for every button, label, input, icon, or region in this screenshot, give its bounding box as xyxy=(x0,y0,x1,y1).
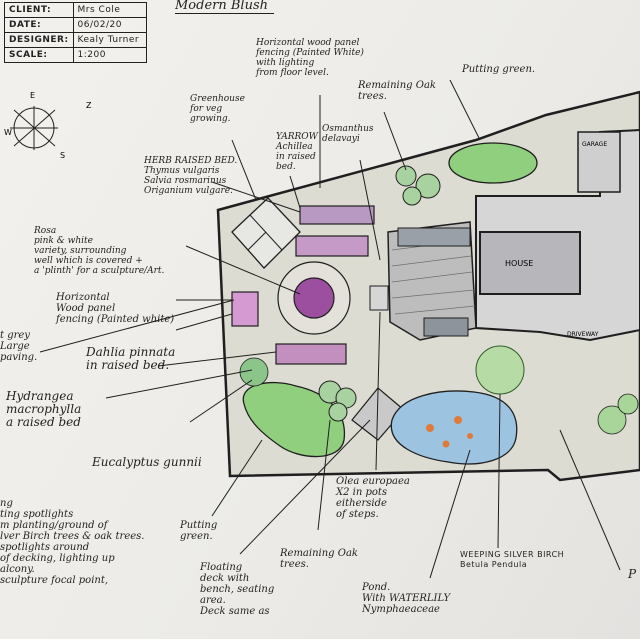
label-yarrow: YARROW Achillea in raised bed. xyxy=(276,132,318,172)
label-putting-green-top: Putting green. xyxy=(462,64,536,75)
putting-green-top xyxy=(448,142,538,184)
waterlily-icons xyxy=(426,416,473,448)
house-label: HOUSE xyxy=(505,259,533,268)
label-eucalyptus: Eucalyptus gunnii xyxy=(92,455,202,469)
oak-trees-bottom xyxy=(318,380,357,422)
rose-bed-left xyxy=(231,291,259,327)
compass-e: E xyxy=(30,91,35,100)
label-fencing-top: Horizontal wood panel fencing (Painted W… xyxy=(256,38,364,78)
garage-block xyxy=(577,131,621,193)
label-greenhouse: Greenhouse for veg growing. xyxy=(190,94,245,124)
pond xyxy=(390,390,518,465)
label-olea: Olea europaea X2 in pots eitherside of s… xyxy=(336,476,410,520)
herb-raised-bed xyxy=(299,205,375,225)
label-grey-paving: t grey Large paving. xyxy=(0,330,38,363)
label-rosa: Rosa pink & white variety, surrounding w… xyxy=(34,226,165,276)
compass-w: W xyxy=(4,128,12,137)
label-putting-green-bottom: Putting green. xyxy=(180,520,218,542)
putting-green-bottom xyxy=(242,382,346,458)
title-row-client: CLIENT: Mrs Cole xyxy=(4,2,148,18)
label-osmanthus: Osmanthus delavayi xyxy=(322,124,374,144)
title-row-scale: SCALE: 1:200 xyxy=(4,47,148,63)
house-block xyxy=(479,231,581,295)
garage-label: GARAGE xyxy=(582,141,607,148)
leader-lines xyxy=(39,79,621,579)
right-planting xyxy=(597,393,639,435)
label-fencing-left: Horizontal Wood panel fencing (Painted w… xyxy=(56,292,175,325)
weeping-birch-icon xyxy=(475,345,525,395)
label-right-edge: P xyxy=(628,567,637,581)
plan-title: Modern Blush xyxy=(175,0,274,14)
compass-s: S xyxy=(60,151,65,160)
oak-trees-top xyxy=(395,165,441,206)
label-herb-bed: HERB RAISED BED. Thymus vulgaris Salvia … xyxy=(144,156,238,196)
compass-z: Z xyxy=(86,101,92,110)
scale-key: SCALE: xyxy=(4,47,74,63)
compass-rose-icon xyxy=(10,106,58,150)
label-remaining-oak-top: Remaining Oak trees. xyxy=(358,80,436,102)
garden-steps xyxy=(369,285,389,311)
title-block-table: CLIENT: Mrs Cole DATE: 06/02/20 DESIGNER… xyxy=(4,2,148,63)
driveway-label: DRIVEWAY xyxy=(567,331,599,338)
label-remaining-oak-bottom: Remaining Oak trees. xyxy=(280,548,358,570)
well-plinth xyxy=(293,277,335,319)
label-hydrangea: Hydrangea macrophylla a raised bed xyxy=(6,389,82,429)
label-lighting-notes: ng ting spotlights m planting/ground of … xyxy=(0,498,145,586)
label-pond: Pond. With WATERLILY Nymphaeaceae xyxy=(362,582,451,615)
label-dahlia: Dahlia pinnata in raised bed. xyxy=(86,345,176,372)
yarrow-raised-bed xyxy=(295,235,369,257)
scale-value: 1:200 xyxy=(72,47,148,63)
label-weeping-birch: WEEPING SILVER BIRCH Betula Pendula xyxy=(460,550,565,569)
title-row-designer: DESIGNER: Kealy Turner xyxy=(4,32,148,48)
dahlia-raised-bed xyxy=(275,343,347,365)
deck-seating xyxy=(423,317,469,337)
label-floating-deck: Floating deck with bench, seating area. … xyxy=(200,562,275,617)
greenhouse-icon xyxy=(231,197,301,269)
deck-bench xyxy=(397,227,471,247)
